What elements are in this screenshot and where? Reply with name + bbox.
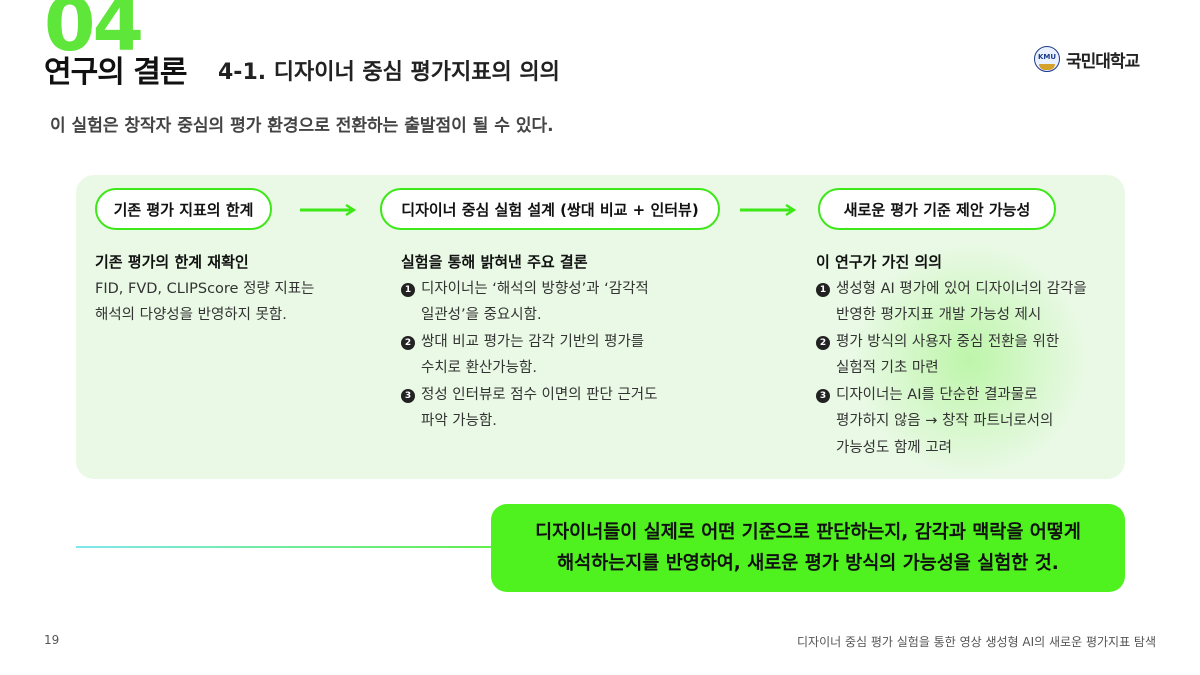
lead-statement: 이 실험은 창작자 중심의 평가 환경으로 전환하는 출발점이 될 수 있다. — [50, 116, 554, 136]
column-heading: 기존 평가의 한계 재확인 — [95, 253, 249, 271]
number-badge: 3 — [816, 388, 830, 403]
university-logo: KMU 국민대학교 — [1034, 46, 1140, 72]
number-badge: 2 — [816, 335, 830, 350]
list-item-continuation: 파악 가능함. — [421, 413, 497, 429]
subsection-title: 4-1. 디자이너 중심 평가지표의 의의 — [218, 60, 560, 85]
number-badge: 3 — [401, 388, 415, 403]
list-item-continuation: 가능성도 함께 고려 — [836, 439, 952, 456]
arrow-right-icon — [740, 203, 797, 217]
flow-step-3: 새로운 평가 기준 제안 가능성 — [818, 188, 1056, 230]
panel-glow — [855, 240, 1085, 480]
column-text-line: 해석의 다양성을 반영하지 못함. — [95, 307, 287, 323]
arrow-right-icon — [300, 203, 357, 217]
number-badge: 1 — [401, 282, 415, 297]
callout-line: 해석하는지를 반영하여, 새로운 평가 방식의 가능성을 실험한 것. — [557, 553, 1059, 574]
column-text-line: FID, FVD, CLIPScore 정량 지표는 — [95, 280, 315, 297]
list-item-continuation: 반영한 평가지표 개발 가능성 제시 — [836, 307, 1042, 323]
list-item-continuation: 수치로 환산가능함. — [421, 360, 537, 376]
column-existing-limits: 기존 평가의 한계 재확인 FID, FVD, CLIPScore 정량 지표는… — [95, 249, 314, 329]
conclusion-callout: 디자이너들이 실제로 어떤 기준으로 판단하는지, 감각과 맥락을 어떻게 해석… — [491, 504, 1125, 592]
emblem-mark: KMU — [1037, 53, 1057, 61]
list-item-continuation: 실험적 기초 마련 — [836, 360, 939, 376]
list-item-continuation: 일관성’을 중요시함. — [421, 307, 542, 323]
number-badge: 1 — [816, 282, 830, 297]
section-title: 연구의 결론 — [44, 55, 187, 90]
column-heading: 이 연구가 가진 의의 — [816, 253, 943, 271]
footer-title: 디자이너 중심 평가 실험을 통한 영상 생성형 AI의 새로운 평가지표 탐색 — [796, 635, 1156, 649]
university-name: 국민대학교 — [1066, 51, 1140, 72]
page-number: 19 — [44, 633, 60, 647]
column-heading: 실험을 통해 밝혀낸 주요 결론 — [401, 253, 588, 271]
number-badge: 2 — [401, 335, 415, 350]
callout-line: 디자이너들이 실제로 어떤 기준으로 판단하는지, 감각과 맥락을 어떻게 — [535, 522, 1081, 543]
flow-step-2: 디자이너 중심 실험 설계 (쌍대 비교 + 인터뷰) — [380, 188, 720, 230]
university-emblem-icon: KMU — [1034, 46, 1060, 72]
flow-step-1: 기존 평가 지표의 한계 — [95, 188, 272, 230]
list-item-continuation: 평가하지 않음 → 창작 파트너로서의 — [836, 413, 1054, 429]
divider-line — [76, 546, 496, 548]
section-number: 04 — [44, 0, 144, 68]
